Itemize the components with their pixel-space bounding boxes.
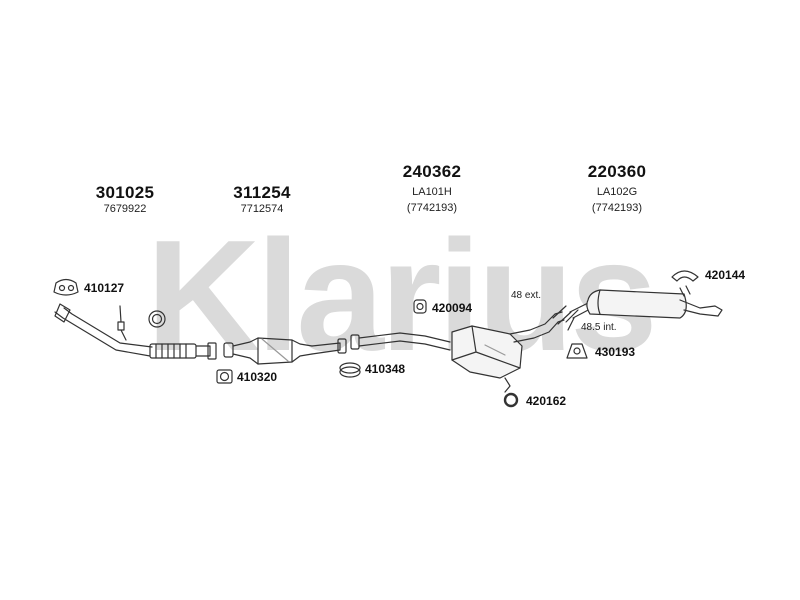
middle-silencer-240362 [350,311,565,393]
oe-reference: 7679922 [103,203,147,215]
assembly-240362: 240362 LA101H (7742193) [390,162,474,214]
catalytic-converter-311254 [223,337,347,365]
assembly-311254: 311254 7712574 [222,183,302,215]
pipe-joint-marks [552,305,579,331]
mount-420144 [671,270,699,282]
mount-420094 [413,299,427,314]
label-410127: 410127 [84,281,125,295]
part-number: 240362 [402,162,462,181]
part-number: 301025 [95,183,155,202]
watermark-text: Klarius [146,215,654,365]
label-420144: 420144 [705,268,746,282]
part-number: 220360 [587,162,647,181]
oe-reference: (7742193) [406,202,458,214]
note-ext-diameter: 48 ext. [511,290,542,301]
assembly-301025: 301025 7679922 [85,183,165,215]
front-pipe-301025 [54,303,217,360]
model-code: LA101H [412,186,452,198]
oe-reference: 7712574 [240,203,284,215]
gasket-410127 [53,278,79,296]
model-code: LA102G [596,186,638,198]
label-410348: 410348 [365,362,406,376]
label-430193: 430193 [595,345,636,359]
oe-reference: (7742193) [591,202,643,214]
label-420162: 420162 [526,394,567,408]
part-number: 311254 [233,183,291,202]
label-420094: 420094 [432,301,473,315]
note-int-diameter: 48.5 int. [581,322,617,333]
sensor-seal [148,310,166,328]
label-410320: 410320 [237,370,278,384]
ring-410348 [339,362,361,378]
bracket-430193 [566,343,588,359]
clamp-410320 [216,369,233,384]
klarius-watermark: Klarius [146,215,658,365]
assembly-220360: 220360 LA102G (7742193) [575,162,659,214]
ring-420162 [503,392,519,408]
rear-silencer-220360 [569,285,723,319]
